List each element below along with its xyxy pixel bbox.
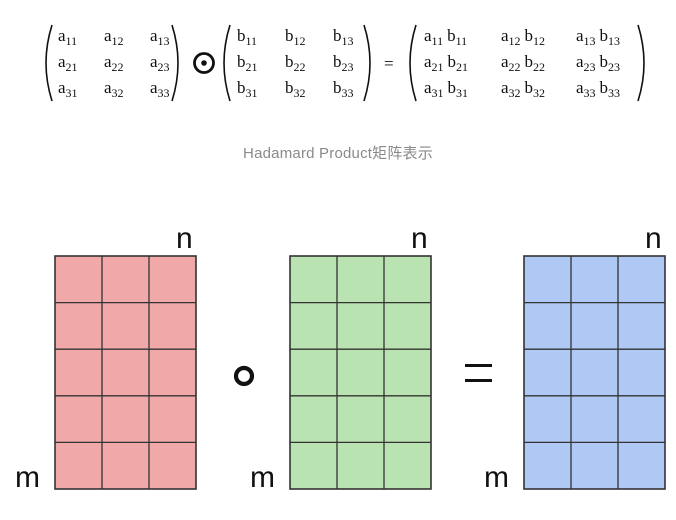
matrix-b-entry: b23 <box>333 52 354 74</box>
column-dimension-label: n <box>645 222 662 255</box>
matrix-b-left-paren <box>223 24 231 102</box>
matrix-b: b11 b12 b13 b21 b22 b23 b31 b32 b33 <box>223 24 371 102</box>
matrix-a-grid-frame <box>54 255 197 490</box>
matrix-b-right-paren <box>363 24 371 102</box>
matrix-b-entry: b21 <box>237 52 258 74</box>
matrix-b-entry: b13 <box>333 26 354 48</box>
column-dimension-label: n <box>176 222 193 255</box>
row-dimension-label: m <box>250 461 275 494</box>
grid-equals-sign: = <box>465 364 492 382</box>
matrix-a-right-paren <box>171 24 179 102</box>
matrix-a-entry: a11 <box>58 26 77 48</box>
hadamard-operator-symbol <box>193 52 215 74</box>
figure-caption: Hadamard Product矩阵表示 <box>243 145 433 162</box>
matrix-a-entry: a22 <box>104 52 124 74</box>
matrix-a-entry: a33 <box>150 78 170 100</box>
svg-text:∘: ∘ <box>244 364 245 366</box>
matrix-a-entry: a32 <box>104 78 124 100</box>
matrix-a-entry: a13 <box>150 26 170 48</box>
matrix-b-grid: nm <box>250 222 432 494</box>
column-dimension-label: n <box>411 222 428 255</box>
matrix-a-entry: a12 <box>104 26 124 48</box>
matrix-a-left-paren <box>45 24 53 102</box>
result-matrix-left-paren <box>409 24 417 102</box>
matrix-b-entry: b32 <box>285 78 306 100</box>
matrix-a-entry: a31 <box>58 78 78 100</box>
matrix-a: a11 a12 a13 a21 a22 a23 a31 a32 a33 <box>45 24 179 102</box>
matrix-b-entry: b31 <box>237 78 258 100</box>
matrix-a-entry: a23 <box>150 52 170 74</box>
matrix-a-entry: a21 <box>58 52 78 74</box>
matrix-b-entry: b33 <box>333 78 354 100</box>
matrix-b-grid-frame <box>289 255 432 490</box>
result-grid: nm <box>484 222 666 494</box>
row-dimension-label: m <box>484 461 509 494</box>
result-matrix-right-paren <box>637 24 645 102</box>
matrix-b-entry: b12 <box>285 26 306 48</box>
row-dimension-label: m <box>15 461 40 494</box>
hadamard-operator-glyph: ∘ <box>233 364 255 387</box>
matrix-a-grid: nm <box>15 222 197 494</box>
result-grid-frame <box>523 255 666 490</box>
matrix-b-entry: b11 <box>237 26 257 48</box>
matrix-b-entry: b22 <box>285 52 306 74</box>
formula-equals: = <box>384 54 394 73</box>
